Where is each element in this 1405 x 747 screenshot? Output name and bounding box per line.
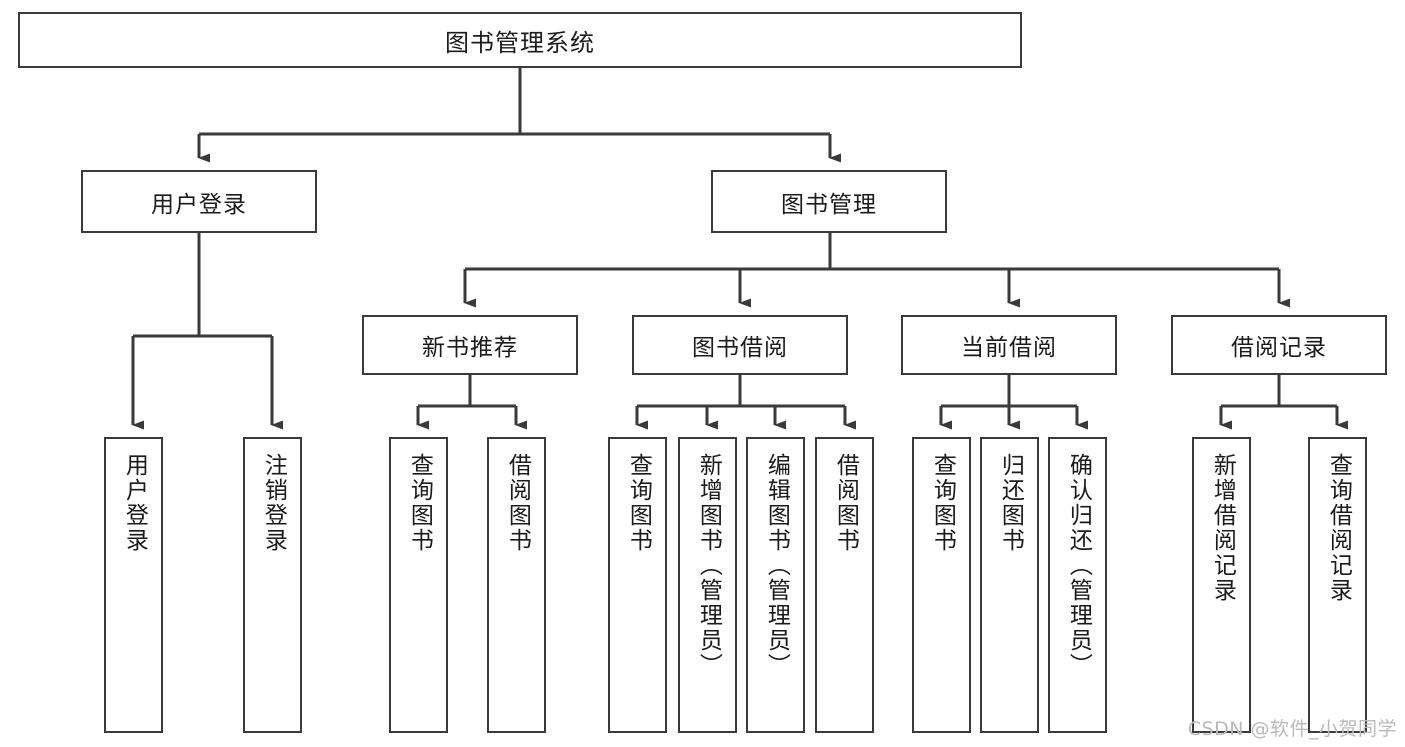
node-borrow-record[interactable]: 借阅记录 xyxy=(1171,315,1387,375)
csdn-watermark: CSDN @软件_小贺同学 xyxy=(1187,718,1397,740)
leaf-label: 查询图书 xyxy=(929,453,956,553)
leaf-book-borrow-edit-book-admin[interactable]: 编辑图书（管理员） xyxy=(746,437,805,733)
leaf-label: 编辑图书（管理员） xyxy=(763,453,790,678)
node-new-book-recommend[interactable]: 新书推荐 xyxy=(362,315,578,375)
node-label: 新书推荐 xyxy=(422,335,518,361)
node-label: 图书管理 xyxy=(781,191,877,218)
leaf-label: 用户登录 xyxy=(121,453,148,553)
node-book-borrow[interactable]: 图书借阅 xyxy=(632,315,848,375)
leaf-new-book-query-book[interactable]: 查询图书 xyxy=(389,437,448,733)
leaf-label: 归还图书 xyxy=(997,453,1024,553)
leaf-book-borrow-add-book-admin[interactable]: 新增图书（管理员） xyxy=(678,437,737,733)
leaf-new-book-borrow-book[interactable]: 借阅图书 xyxy=(487,437,546,733)
node-current-borrow[interactable]: 当前借阅 xyxy=(901,315,1117,375)
leaf-label: 查询图书 xyxy=(625,453,652,553)
leaf-current-borrow-query-book[interactable]: 查询图书 xyxy=(912,437,971,733)
leaf-current-borrow-confirm-return-admin[interactable]: 确认归还（管理员） xyxy=(1048,437,1107,733)
leaf-current-borrow-return-book[interactable]: 归还图书 xyxy=(980,437,1039,733)
leaf-label: 新增借阅记录 xyxy=(1209,453,1236,603)
node-book-management[interactable]: 图书管理 xyxy=(711,170,947,233)
node-label: 借阅记录 xyxy=(1231,335,1327,361)
leaf-label: 查询借阅记录 xyxy=(1325,453,1352,603)
leaf-borrow-record-query-record[interactable]: 查询借阅记录 xyxy=(1308,437,1367,733)
leaf-label: 查询图书 xyxy=(406,453,433,553)
node-label: 当前借阅 xyxy=(961,335,1057,361)
node-label: 图书借阅 xyxy=(692,335,788,361)
leaf-label: 注销登录 xyxy=(260,453,287,553)
leaf-label: 借阅图书 xyxy=(832,453,859,553)
leaf-book-borrow-query-book[interactable]: 查询图书 xyxy=(608,437,667,733)
leaf-label: 确认归还（管理员） xyxy=(1065,453,1092,678)
leaf-label: 新增图书（管理员） xyxy=(695,453,722,678)
leaf-user-login-logout[interactable]: 注销登录 xyxy=(243,437,302,733)
leaf-book-borrow-borrow-book[interactable]: 借阅图书 xyxy=(815,437,874,733)
node-user-login[interactable]: 用户登录 xyxy=(81,170,317,233)
leaf-borrow-record-add-record[interactable]: 新增借阅记录 xyxy=(1192,437,1251,733)
node-label: 图书管理系统 xyxy=(445,28,595,57)
leaf-label: 借阅图书 xyxy=(504,453,531,553)
node-root-book-management-system[interactable]: 图书管理系统 xyxy=(18,12,1022,68)
node-label: 用户登录 xyxy=(151,191,247,218)
leaf-user-login-login[interactable]: 用户登录 xyxy=(104,437,163,733)
